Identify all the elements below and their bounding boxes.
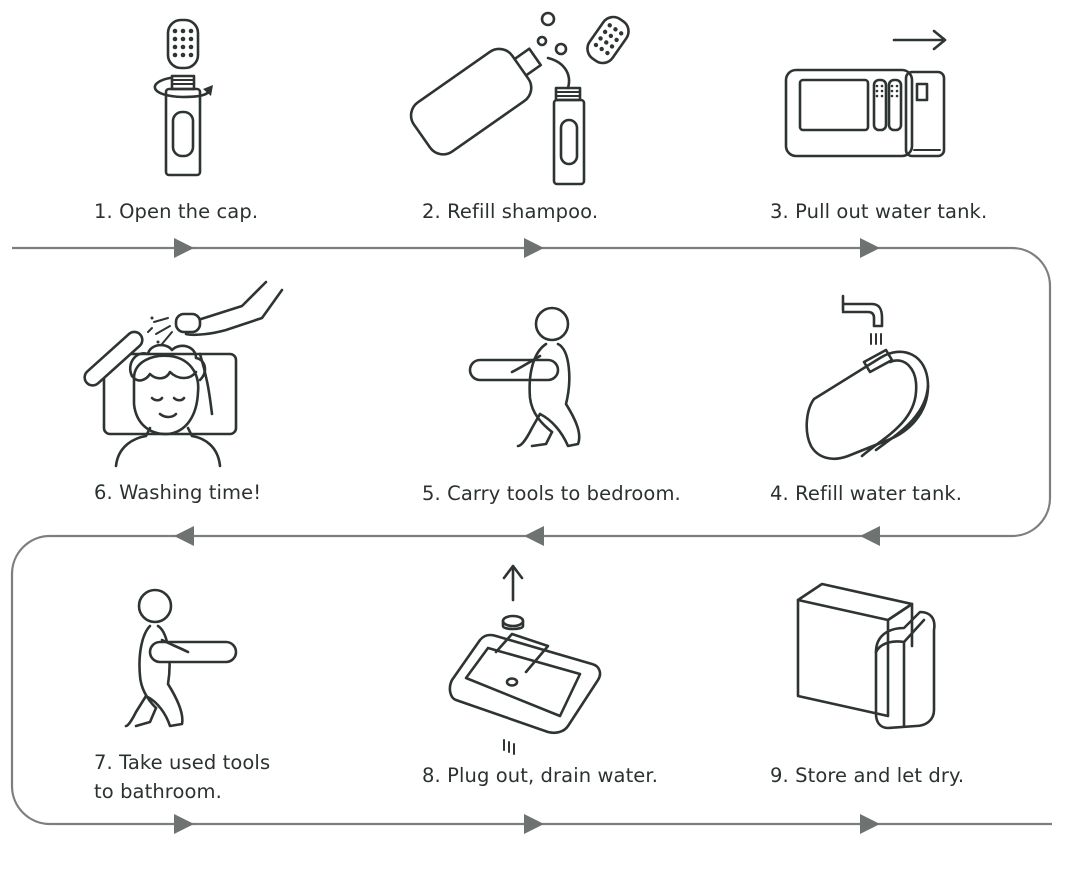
- flow-arrow-6: [174, 526, 194, 546]
- pull-out-tank-icon: [784, 29, 947, 158]
- flow-arrow-3: [860, 238, 880, 258]
- flow-path: [10, 238, 1052, 834]
- step-8-label: 8. Plug out, drain water.: [422, 764, 659, 787]
- carry-tools-icon: [468, 306, 581, 448]
- step-7-label-line-2: to bathroom.: [94, 780, 222, 803]
- flow-arrow-7: [174, 814, 194, 834]
- flow-arrow-2: [524, 238, 544, 258]
- step-9-label: 9. Store and let dry.: [770, 764, 965, 787]
- flow-arrow-8: [524, 814, 544, 834]
- drain-water-icon: [448, 564, 602, 755]
- step-2-label: 2. Refill shampoo.: [422, 200, 599, 223]
- open-cap-icon: [153, 18, 213, 177]
- step-3-label: 3. Pull out water tank.: [770, 200, 988, 223]
- step-7-label-line-1: 7. Take used tools: [94, 751, 271, 774]
- refill-shampoo-icon: [409, 11, 630, 186]
- store-dry-icon: [796, 582, 936, 730]
- step-4-label: 4. Refill water tank.: [770, 482, 963, 505]
- take-tools-icon: [124, 588, 238, 728]
- flow-arrow-4: [860, 526, 880, 546]
- flow-arrow-5: [524, 526, 544, 546]
- step-1-label: 1. Open the cap.: [94, 200, 259, 223]
- flow-arrow-1: [174, 238, 194, 258]
- step-7-label: 7. Take used tools to bathroom.: [94, 748, 270, 806]
- step-5-label: 5. Carry tools to bedroom.: [422, 482, 681, 505]
- refill-tank-icon: [805, 294, 930, 460]
- flow-arrow-9: [860, 814, 880, 834]
- step-6-label: 6. Washing time!: [94, 481, 262, 504]
- washing-time-icon: [83, 280, 284, 468]
